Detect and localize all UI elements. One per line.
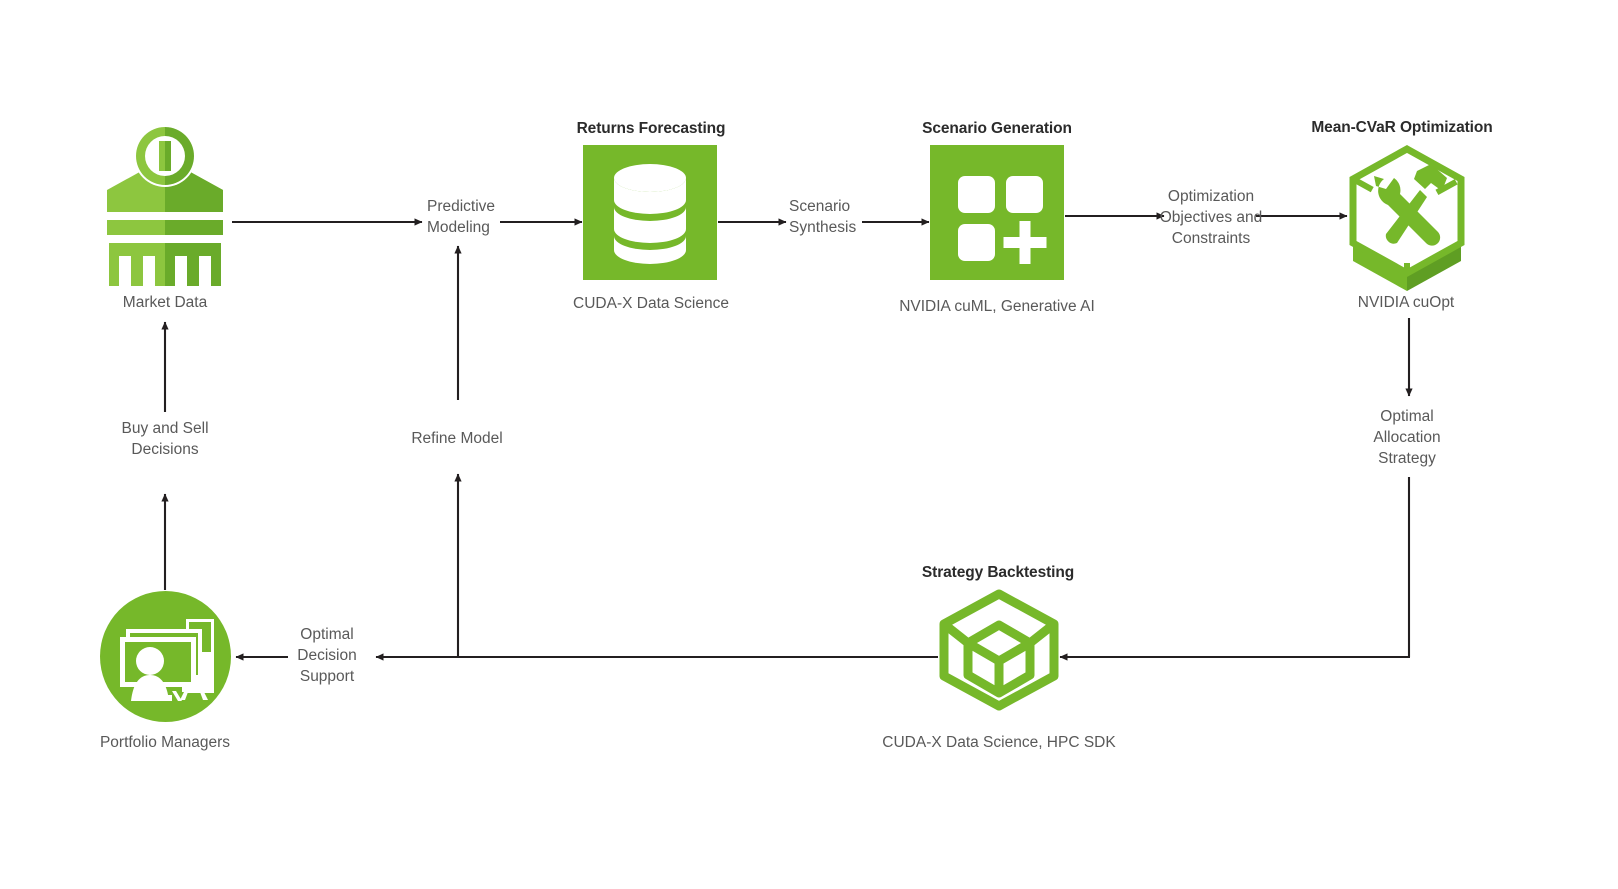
edge-label-optimal-allocation-strategy-line-2: Allocation xyxy=(1373,429,1441,446)
edge-label-buy-and-sell-decisions: Buy and Sell Decisions xyxy=(121,418,208,460)
node-mean-cvar-caption: NVIDIA cuOpt xyxy=(1357,294,1455,311)
node-mean-cvar-optimization[interactable] xyxy=(1344,145,1470,293)
edge-label-refine-model-line-1: Refine Model xyxy=(411,430,503,447)
edge-label-predictive-modeling-line-2: Modeling xyxy=(427,219,490,236)
person-at-workstation-icon xyxy=(100,591,231,722)
edge-label-predictive-modeling: Predictive Modeling xyxy=(427,196,495,238)
edge-label-optimization-objectives-line-2: Objectives and xyxy=(1159,209,1263,226)
node-scenario-generation[interactable] xyxy=(930,145,1064,280)
edge-label-predictive-modeling-line-1: Predictive xyxy=(427,198,496,215)
node-returns-forecasting-title: Returns Forecasting xyxy=(576,120,726,137)
node-strategy-backtesting[interactable] xyxy=(937,589,1061,711)
node-market-data[interactable] xyxy=(103,124,227,286)
node-strategy-backtesting-caption: CUDA-X Data Science, HPC SDK xyxy=(882,734,1116,751)
edge-label-scenario-synthesis-line-1: Scenario xyxy=(789,198,851,215)
edge-label-buy-and-sell-decisions-line-1: Buy and Sell xyxy=(121,420,209,437)
edge-label-buy-and-sell-decisions-line-2: Decisions xyxy=(131,441,199,458)
edge-label-optimization-objectives: Optimization Objectives and Constraints xyxy=(1160,186,1263,249)
edge-label-optimization-objectives-line-3: Constraints xyxy=(1171,230,1251,247)
edge-label-optimal-decision-support: Optimal Decision Support xyxy=(297,624,356,687)
apps-grid-plus-icon xyxy=(958,176,1047,264)
edge-label-optimal-allocation-strategy: Optimal Allocation Strategy xyxy=(1373,406,1440,469)
node-portfolio-managers[interactable] xyxy=(100,591,231,722)
node-returns-forecasting[interactable] xyxy=(583,145,717,280)
edge-label-optimal-decision-support-line-3: Support xyxy=(299,668,355,685)
node-market-data-caption: Market Data xyxy=(122,294,208,311)
edge-label-optimal-decision-support-line-1: Optimal xyxy=(300,626,354,643)
bank-building-icon xyxy=(107,125,223,286)
edge-label-optimization-objectives-line-1: Optimization xyxy=(1167,188,1255,205)
node-portfolio-managers-caption: Portfolio Managers xyxy=(99,734,231,751)
cube-tools-icon xyxy=(1349,145,1465,291)
edge-label-scenario-synthesis: Scenario Synthesis xyxy=(789,196,856,238)
nested-cube-icon xyxy=(939,589,1059,711)
node-scenario-generation-title: Scenario Generation xyxy=(922,120,1072,137)
node-strategy-backtesting-title: Strategy Backtesting xyxy=(921,564,1075,581)
node-returns-forecasting-caption: CUDA-X Data Science xyxy=(573,295,729,312)
edge-label-scenario-synthesis-line-2: Synthesis xyxy=(789,219,857,236)
edge-label-optimal-allocation-strategy-line-3: Strategy xyxy=(1378,450,1436,467)
node-scenario-generation-caption: NVIDIA cuML, Generative AI xyxy=(899,298,1095,315)
edge-label-optimal-allocation-strategy-line-1: Optimal xyxy=(1380,408,1434,425)
edge-label-refine-model: Refine Model xyxy=(411,428,502,449)
node-mean-cvar-title: Mean-CVaR Optimization xyxy=(1311,119,1493,136)
edge-label-optimal-decision-support-line-2: Decision xyxy=(297,647,357,664)
database-icon xyxy=(614,164,686,264)
